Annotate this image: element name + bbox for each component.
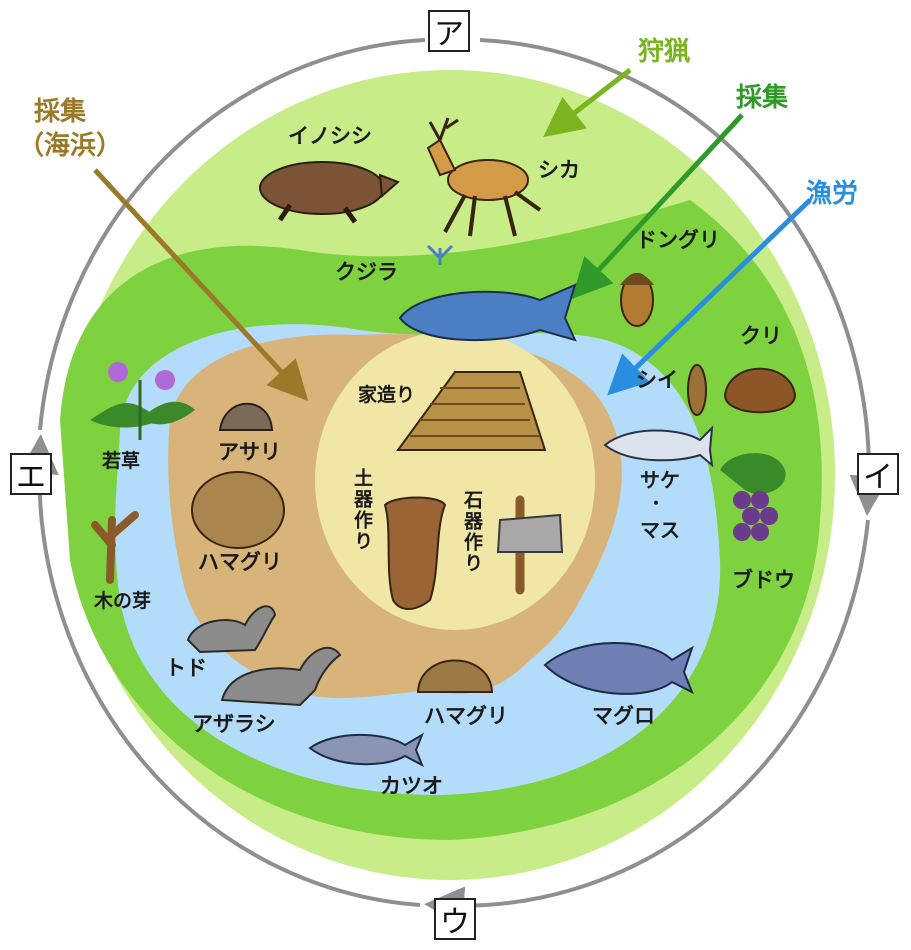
fishing-arrow: [607, 198, 812, 396]
asari-label: アサリ: [218, 440, 281, 464]
house-building-label: 家造り: [358, 384, 416, 406]
inoshishi-label: イノシシ: [288, 124, 372, 148]
todo-label: トド: [165, 656, 207, 680]
konome-label: 木の芽: [94, 590, 152, 612]
asari-icon: [218, 402, 274, 431]
sea-lion-icon: [186, 605, 277, 654]
katsuo-label: カツオ: [380, 774, 443, 798]
kujira-label: クジラ: [335, 260, 398, 284]
house-icon: [396, 371, 547, 451]
masu-label: マス: [640, 518, 680, 542]
donguri-label: ドングリ: [636, 228, 720, 252]
shika-label: シカ: [538, 158, 580, 182]
budou-label: ブドウ: [732, 568, 795, 592]
clam-bottom-icon: [416, 659, 494, 693]
kuri-label: クリ: [740, 324, 782, 348]
stone-tool-making-label: 石器作り: [461, 490, 483, 574]
maguro-label: マグロ: [592, 704, 655, 728]
hamaguri-bottom-label: ハマグリ: [424, 704, 508, 728]
season-box-left: エ: [10, 453, 52, 495]
shii-label: シイ: [636, 368, 678, 392]
shii-nut-icon: [687, 364, 707, 416]
whale-icon: [398, 244, 577, 342]
season-box-bottom: ウ: [434, 898, 476, 940]
grapes-icon: [720, 453, 786, 541]
pottery-icon: [383, 496, 447, 610]
coast-gathering-label: 採集: [34, 97, 87, 127]
sake-masu-dot: ・: [648, 494, 665, 513]
hunting-label: 狩猟: [638, 37, 691, 67]
tuna-icon: [543, 642, 694, 695]
gathering-label: 採集: [736, 83, 789, 113]
salmon-icon: [603, 425, 714, 468]
deer-icon: [426, 117, 542, 237]
azarashi-label: アザラシ: [192, 712, 276, 736]
coast-gathering-sublabel: （海浜）: [18, 131, 123, 161]
chestnut-icon: [723, 367, 797, 414]
seal-icon: [220, 646, 342, 707]
boar-icon: [259, 161, 400, 224]
hamaguri-left-label: ハマグリ: [198, 550, 282, 574]
sake-label: サケ: [640, 468, 680, 492]
tree-bud-icon: [91, 511, 139, 584]
gathering-arrow: [571, 113, 744, 300]
season-box-top: ア: [428, 10, 470, 52]
season-cycle-ring: [18, 38, 890, 927]
hunting-arrow: [543, 68, 632, 138]
stone-axe-icon: [496, 495, 564, 595]
pottery-making-label: 土器作り: [351, 468, 373, 552]
fishing-label: 漁労: [806, 179, 859, 209]
coast-gathering-arrow: [93, 168, 309, 402]
season-box-right: イ: [857, 453, 899, 495]
bonito-icon: [308, 732, 425, 768]
clam-left-icon: [191, 471, 285, 549]
young-grass-icon: [90, 362, 195, 440]
wakakusa-label: 若草: [102, 450, 141, 472]
acorn-icon: [620, 273, 654, 327]
